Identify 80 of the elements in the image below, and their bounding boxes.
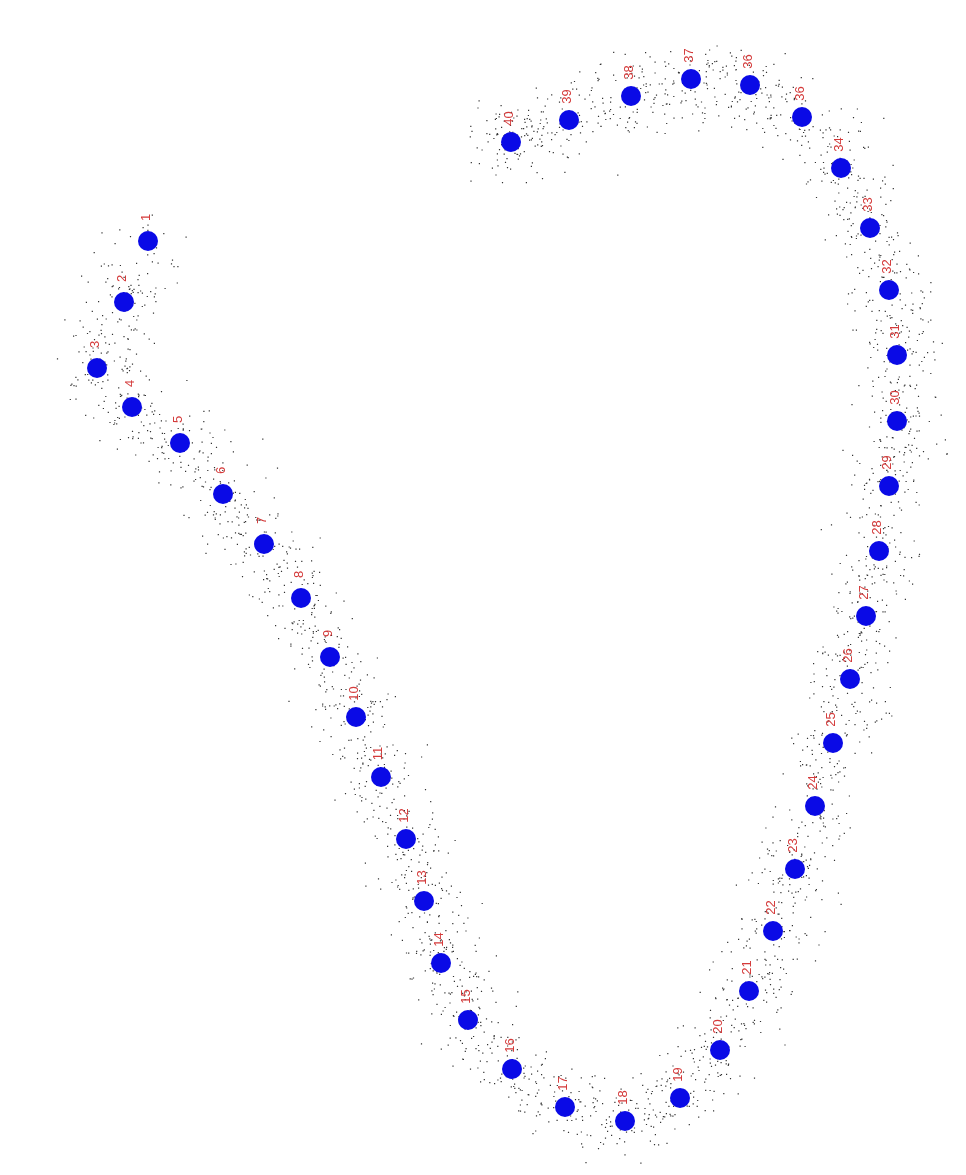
point-number: 9 (320, 629, 334, 637)
point-number: 13 (414, 869, 428, 885)
point-marker (879, 476, 899, 496)
point-number: 14 (431, 931, 445, 947)
point-number: 38 (621, 64, 635, 80)
point-marker (501, 132, 521, 152)
point-marker (869, 541, 889, 561)
point-number: 10 (346, 685, 360, 701)
point-number: 11 (371, 746, 385, 760)
point-marker (431, 953, 451, 973)
point-marker (87, 358, 107, 378)
point-marker (320, 647, 340, 667)
point-marker (122, 397, 142, 417)
point-number: 32 (879, 258, 893, 274)
point-number: 17 (555, 1075, 569, 1091)
point-number: 27 (856, 584, 870, 600)
point-marker (792, 107, 812, 127)
point-marker (887, 345, 907, 365)
point-marker (785, 859, 805, 879)
point-number: 1 (138, 213, 152, 221)
point-marker (856, 606, 876, 626)
point-marker (371, 767, 391, 787)
point-marker (763, 921, 783, 941)
point-marker (170, 433, 190, 453)
point-marker (396, 829, 416, 849)
point-marker (502, 1059, 522, 1079)
point-marker (887, 411, 907, 431)
point-number: 34 (831, 136, 845, 152)
point-marker (710, 1040, 730, 1060)
point-number: 7 (254, 516, 268, 524)
point-number: 23 (785, 837, 799, 853)
point-number: 19 (670, 1066, 684, 1082)
point-number: 5 (170, 415, 184, 423)
point-marker (805, 796, 825, 816)
point-number: 39 (559, 88, 573, 104)
point-marker (681, 69, 701, 89)
point-number: 31 (887, 323, 901, 339)
point-marker (213, 484, 233, 504)
point-marker (346, 707, 366, 727)
point-number: 15 (458, 988, 472, 1004)
point-marker (621, 86, 641, 106)
point-marker (831, 158, 851, 178)
point-number: 33 (860, 196, 874, 212)
point-number: 12 (396, 807, 410, 823)
point-marker (555, 1097, 575, 1117)
point-marker (670, 1088, 690, 1108)
point-marker (559, 110, 579, 130)
point-marker (254, 534, 274, 554)
point-marker (291, 588, 311, 608)
point-number: 21 (739, 959, 753, 975)
point-number: 26 (840, 647, 854, 663)
point-marker (739, 981, 759, 1001)
point-number: 40 (501, 110, 515, 126)
point-marker (615, 1111, 635, 1131)
point-number: 3 (87, 340, 101, 348)
point-number: 30 (887, 389, 901, 405)
point-number: 2 (114, 274, 128, 282)
point-number: 37 (681, 47, 695, 63)
point-number: 18 (615, 1089, 629, 1105)
point-marker (840, 669, 860, 689)
point-number: 8 (291, 570, 305, 578)
point-marker (860, 218, 880, 238)
point-marker (414, 891, 434, 911)
point-number: 28 (869, 519, 883, 535)
point-marker (458, 1010, 478, 1030)
point-marker (740, 75, 760, 95)
point-number: 24 (805, 774, 819, 790)
point-number: 20 (710, 1018, 724, 1034)
point-marker (879, 280, 899, 300)
point-marker (114, 292, 134, 312)
point-marker (823, 733, 843, 753)
point-number: 22 (763, 899, 777, 915)
point-number: 25 (823, 711, 837, 727)
point-marker (138, 231, 158, 251)
point-number: 36 (792, 85, 806, 101)
point-number: 29 (879, 454, 893, 470)
point-number: 36 (740, 53, 754, 69)
point-number: 4 (122, 379, 136, 387)
point-number: 16 (502, 1037, 516, 1053)
point-number: 6 (213, 466, 227, 474)
